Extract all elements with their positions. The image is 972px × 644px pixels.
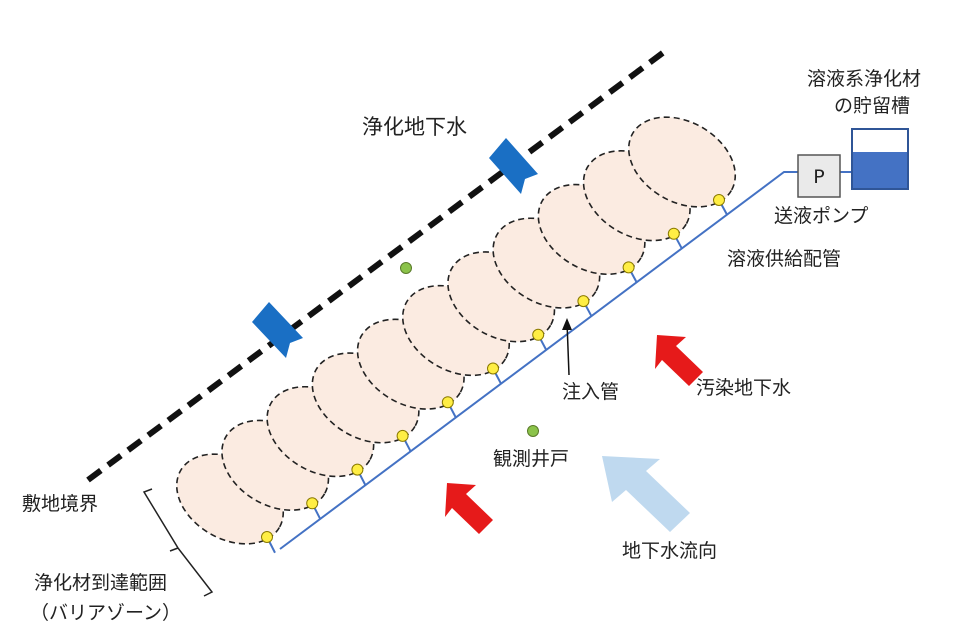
label-boundary: 敷地境界: [22, 493, 98, 515]
injection-point-marker: [351, 463, 364, 476]
contaminated-groundwater-arrow: [655, 335, 703, 386]
pump-box: [797, 154, 841, 198]
groundwater-flow-arrow: [602, 456, 690, 532]
barrier-zone: [175, 116, 737, 545]
site-boundary-line: [86, 49, 666, 483]
label-observation-well: 観測井戸: [493, 448, 569, 470]
injection-point-marker: [667, 227, 680, 240]
injection-pipe-leader: [566, 321, 570, 376]
injection-point-marker: [713, 194, 725, 206]
tank-solution-liquid: [853, 152, 907, 188]
purified-groundwater-arrow: [252, 302, 303, 358]
label-reach-line2: （バリアゾーン）: [30, 602, 181, 624]
observation-well-marker: [400, 262, 412, 274]
injection-point-marker: [261, 531, 273, 543]
label-tank-line1: 溶液系浄化材: [807, 68, 921, 90]
injection-point-marker: [577, 295, 590, 308]
contaminated-groundwater-arrow: [445, 483, 493, 534]
solution-supply-pipe: [279, 171, 798, 550]
barrier-zone-ellipse: [627, 116, 737, 208]
injection-point-marker: [487, 362, 499, 375]
injection-pipes: [261, 194, 728, 554]
label-purified-groundwater: 浄化地下水: [362, 115, 467, 139]
label-pump: 送液ポンプ: [774, 205, 868, 227]
injection-point-marker: [532, 328, 545, 341]
injection-point-marker: [306, 497, 319, 510]
purified-groundwater-arrow: [489, 138, 538, 194]
observation-well-marker: [527, 425, 539, 437]
injection-point-marker: [622, 261, 635, 274]
injection-point-marker: [441, 396, 454, 409]
injection-pipe-leader-arrowhead: [562, 318, 572, 330]
injection-point-marker: [396, 429, 409, 442]
label-tank-line2: の貯留槽: [834, 95, 910, 117]
label-supply-pipe: 溶液供給配管: [727, 248, 841, 270]
label-flow-direction: 地下水流向: [622, 540, 717, 562]
label-injection-pipe: 注入管: [562, 381, 619, 403]
label-reach-line1: 浄化材到達範囲: [34, 572, 167, 594]
label-contaminated-groundwater: 汚染地下水: [696, 377, 791, 399]
pump-symbol: P: [813, 166, 824, 188]
barrier-zone-bracket: [142, 488, 214, 597]
